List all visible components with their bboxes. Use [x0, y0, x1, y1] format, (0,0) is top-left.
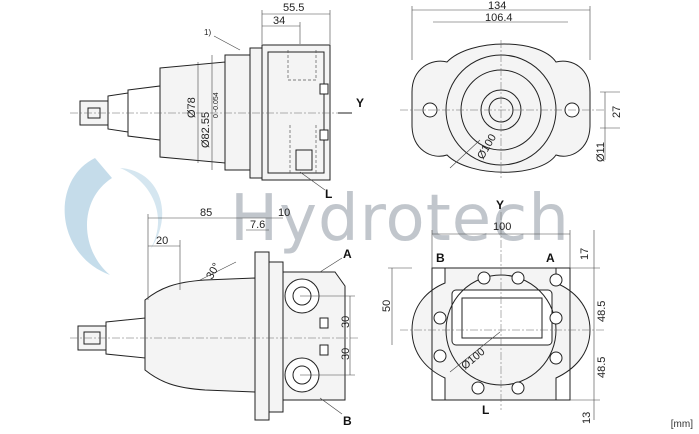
- dim-port-spacing-1: 30: [340, 316, 352, 328]
- label-l-side: L: [325, 187, 332, 201]
- dim-flange-thickness: 10: [278, 207, 290, 219]
- dim-offset: 27: [611, 106, 623, 118]
- dim-half-2: 48.5: [596, 357, 608, 378]
- dim-bottom: 13: [581, 412, 593, 424]
- dim-height-rear: 50: [381, 300, 393, 312]
- dim-overall: 55.5: [283, 2, 304, 14]
- units-label: [mm]: [670, 419, 693, 430]
- dim-width: 134: [488, 0, 506, 12]
- dim-angle: 30°: [204, 261, 223, 281]
- label-b-left: B: [343, 414, 352, 428]
- dim-note: 1): [204, 28, 211, 37]
- watermark-text: Hydrotech: [230, 182, 570, 256]
- dim-port-spacing-2: 30: [340, 348, 352, 360]
- bottom-right-view: [388, 212, 605, 420]
- dim-shaft: 20: [156, 235, 168, 247]
- dim-width-rear: 100: [493, 221, 511, 233]
- dim-pilot-diameter: Ø82.55: [200, 112, 212, 148]
- dim-length: 85: [200, 207, 212, 219]
- dim-hole: Ø11: [595, 142, 607, 162]
- bottom-left-view: [70, 214, 360, 421]
- dim-flange: 34: [273, 15, 285, 27]
- label-l-rear: L: [482, 403, 489, 417]
- label-b-rear: B: [436, 251, 445, 265]
- dim-half-1: 48.5: [596, 301, 608, 322]
- label-a-rear: A: [546, 251, 555, 265]
- bolt-circles: [433, 271, 563, 395]
- watermark-logo: [64, 158, 163, 275]
- dim-bolt-span: 106.4: [485, 12, 513, 24]
- dim-top: 17: [579, 248, 591, 260]
- front-view: [400, 6, 620, 180]
- dim-tolerance: 0 -0.054: [213, 92, 220, 118]
- label-y-rear: Y: [496, 198, 504, 212]
- label-y-side: Y: [356, 96, 364, 110]
- dim-body-diameter: Ø78: [186, 97, 198, 118]
- dim-step: 7.6: [250, 219, 265, 231]
- side-view: [70, 10, 352, 191]
- label-a-left: A: [343, 247, 352, 261]
